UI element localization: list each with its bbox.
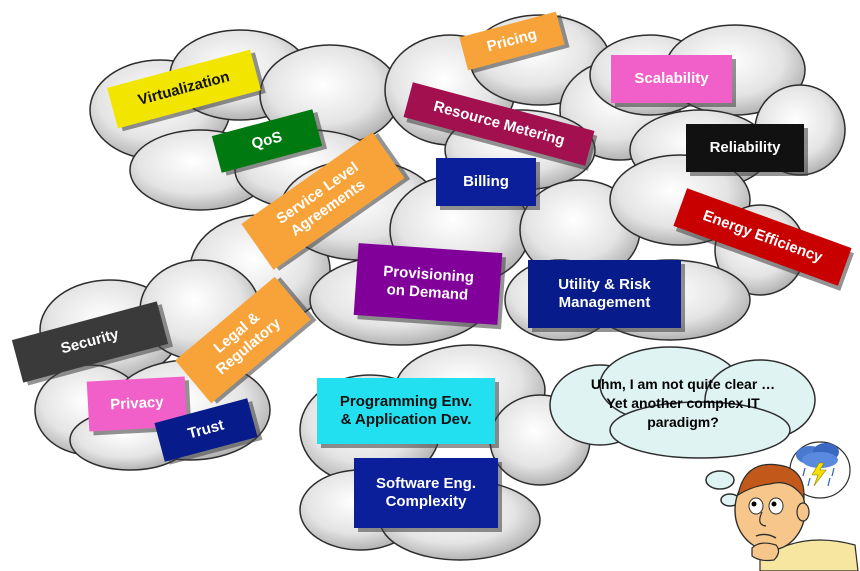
thought-bubble-text: Uhm, I am not quite clear … Yet another … [590,376,776,430]
tag-scalability: Scalability [611,55,732,103]
tag-software-eng-complexity: Software Eng. Complexity [354,458,498,528]
storm-cloud-icon [789,441,851,499]
tag-utility-risk-management: Utility & Risk Management [528,260,681,328]
tag-programming-env: Programming Env. & Application Dev. [317,378,495,444]
tag-reliability: Reliability [686,124,804,172]
tag-provisioning-on-demand: Provisioning on Demand [353,243,503,325]
tag-billing: Billing [436,158,536,206]
confused-person-icon [734,463,859,571]
thought-bubble [549,346,816,507]
